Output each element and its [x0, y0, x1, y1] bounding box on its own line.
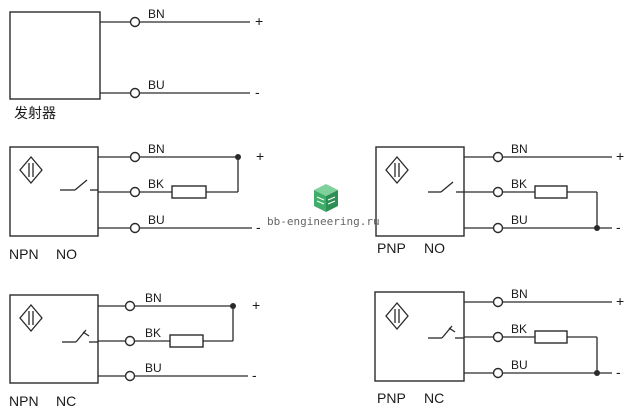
terminal: [129, 186, 141, 198]
bu-label: BU: [148, 213, 165, 227]
terminal: [129, 87, 141, 99]
resistor-icon: [534, 185, 568, 199]
plus-sign: +: [256, 148, 264, 164]
junction-dot: [235, 154, 241, 160]
sensor-pnp-no: BN BK BU + - PNP NO: [375, 142, 624, 256]
sensor-mode-label: NO: [56, 246, 77, 262]
bk-label: BK: [511, 177, 527, 191]
sensor-npn-no: BN BK BU + - NPN NO: [9, 142, 264, 262]
proximity-sensor-icon: [385, 301, 409, 331]
emitter-plus-sign: +: [255, 13, 263, 29]
cube-logo-icon: [314, 184, 338, 212]
plus-sign: +: [616, 148, 624, 164]
sensor-type-label: PNP: [377, 390, 406, 406]
emitter-minus-sign: -: [255, 84, 260, 100]
terminal: [124, 335, 136, 347]
resistor-icon: [171, 185, 207, 199]
bn-label: BN: [511, 142, 528, 156]
sensor-type-label: NPN: [9, 246, 39, 262]
proximity-sensor-icon: [19, 155, 43, 185]
sensor-body: [9, 146, 99, 237]
junction-dot: [230, 303, 236, 309]
sensor-mode-label: NO: [424, 240, 445, 256]
resistor-icon: [169, 334, 204, 348]
plus-sign: +: [252, 297, 260, 313]
nc-switch-icon: [62, 329, 98, 343]
sensor-type-label: PNP: [377, 240, 406, 256]
sensor-pnp-nc: BN BK BU + - PNP NC: [374, 287, 624, 406]
emitter-body: [9, 11, 101, 100]
terminal: [492, 296, 504, 308]
bu-label: BU: [511, 358, 528, 372]
sensor-mode-label: NC: [424, 390, 444, 406]
watermark: bb-engineering.ru: [267, 184, 380, 228]
terminal: [492, 222, 504, 234]
sensor-mode-label: NC: [56, 393, 76, 409]
bn-label: BN: [148, 142, 165, 156]
minus-sign: -: [256, 219, 261, 235]
sensor-npn-nc: BN BK BU + - NPN NC: [9, 291, 260, 409]
terminal: [492, 367, 504, 379]
terminal: [124, 370, 136, 382]
bk-label: BK: [511, 322, 527, 336]
minus-sign: -: [252, 367, 257, 383]
terminal: [124, 300, 136, 312]
minus-sign: -: [616, 364, 621, 380]
sensor-body: [9, 294, 99, 384]
bu-label: BU: [145, 361, 162, 375]
nc-switch-icon: [428, 325, 464, 339]
watermark-text: bb-engineering.ru: [267, 215, 380, 228]
terminal: [129, 222, 141, 234]
sensor-body: [374, 291, 465, 382]
emitter-bn-label: BN: [148, 7, 165, 21]
bn-label: BN: [145, 291, 162, 305]
bk-label: BK: [145, 326, 161, 340]
emitter-caption: 发射器: [14, 105, 56, 121]
plus-sign: +: [616, 293, 624, 309]
resistor-icon: [534, 330, 568, 344]
terminal: [492, 151, 504, 163]
bn-label: BN: [511, 287, 528, 301]
bk-label: BK: [148, 177, 164, 191]
terminal: [129, 151, 141, 163]
terminal: [492, 331, 504, 343]
terminal: [492, 186, 504, 198]
no-switch-icon: [60, 179, 98, 191]
terminal: [129, 16, 141, 28]
proximity-sensor-icon: [19, 303, 43, 333]
sensor-type-label: NPN: [9, 393, 39, 409]
emitter-bu-label: BU: [148, 78, 165, 92]
minus-sign: -: [616, 219, 621, 235]
emitter-block: BN + BU - 发射器: [9, 7, 263, 121]
sensor-body: [375, 146, 465, 237]
bu-label: BU: [511, 213, 528, 227]
proximity-sensor-icon: [385, 155, 409, 185]
no-switch-icon: [428, 181, 464, 193]
